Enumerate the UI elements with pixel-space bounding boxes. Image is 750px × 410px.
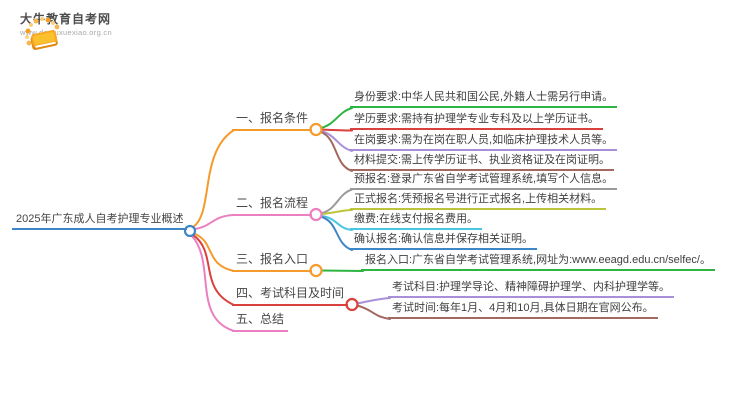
root-node-circle <box>183 224 197 238</box>
site-name: 大牛教育自考网 <box>20 12 112 26</box>
edge-b3-item1 <box>320 269 364 272</box>
edge-b1-item3 <box>320 130 353 152</box>
edge-b2-item4 <box>321 216 353 251</box>
leaf-node: 考试时间:每年1月、4月和10月,具体日期在官网公布。 <box>388 299 658 320</box>
edge-b2-item1 <box>321 188 353 214</box>
edge-root-branch5 <box>191 235 235 332</box>
edge-b4-item1 <box>356 297 391 305</box>
branch-node-1: 一、报名条件 <box>232 109 313 131</box>
branch4-node-circle <box>345 297 359 312</box>
edge-b4-item2 <box>356 304 391 320</box>
leaf-node: 材料提交:需上传学历证书、执业资格证及在岗证明。 <box>350 151 615 172</box>
leaf-node: 在岗要求:需为在岗在职人员,如临床护理技术人员等。 <box>350 131 618 152</box>
branch-node-5: 五、总结 <box>232 310 289 332</box>
edge-root-branch2 <box>194 214 235 230</box>
edge-root-branch1 <box>192 129 235 228</box>
branch3-node-circle <box>309 263 323 278</box>
site-url: www.daniuxuexiao.org.cn <box>20 27 112 37</box>
book-logo-icon <box>25 17 60 50</box>
leaf-node: 学历要求:需持有护理学专业专科及以上学历证书。 <box>350 110 604 131</box>
edge-b1-item4 <box>320 131 353 172</box>
edge-b2-item2 <box>321 209 353 215</box>
branch1-node-circle <box>309 122 323 137</box>
edge-b2-item3 <box>321 215 353 231</box>
branch2-node-circle <box>309 207 323 222</box>
leaf-node: 正式报名:凭预报名号进行正式报名,上传相关材料。 <box>350 190 607 211</box>
leaf-node: 预报名:登录广东省自学考试管理系统,填写个人信息。 <box>350 170 618 191</box>
leaf-node: 身份要求:中华人民共和国公民,外籍人士需另行申请。 <box>350 88 618 109</box>
branch-node-4: 四、考试科目及时间 <box>232 284 349 306</box>
edge-root-branch4 <box>192 234 235 306</box>
edge-b1-item1 <box>320 107 353 129</box>
branch-node-2: 二、报名流程 <box>232 194 313 216</box>
branch-node-3: 三、报名入口 <box>232 250 313 272</box>
leaf-node: 报名入口:广东省自学考试管理系统,网址为:www.eeagd.edu.cn/se… <box>361 251 715 272</box>
mindmap-root-node: 2025年广东成人自考护理专业概述 <box>12 210 188 231</box>
leaf-node: 确认报名:确认信息并保存相关证明。 <box>350 230 538 251</box>
leaf-node: 缴费:在线支付报名费用。 <box>350 210 483 231</box>
edge-root-branch3 <box>194 233 235 272</box>
edge-b1-item2 <box>320 128 353 132</box>
site-logo: 大牛教育自考网 www.daniuxuexiao.org.cn <box>20 12 112 50</box>
leaf-node: 考试科目:护理学导论、精神障碍护理学、内科护理学等。 <box>388 278 675 299</box>
